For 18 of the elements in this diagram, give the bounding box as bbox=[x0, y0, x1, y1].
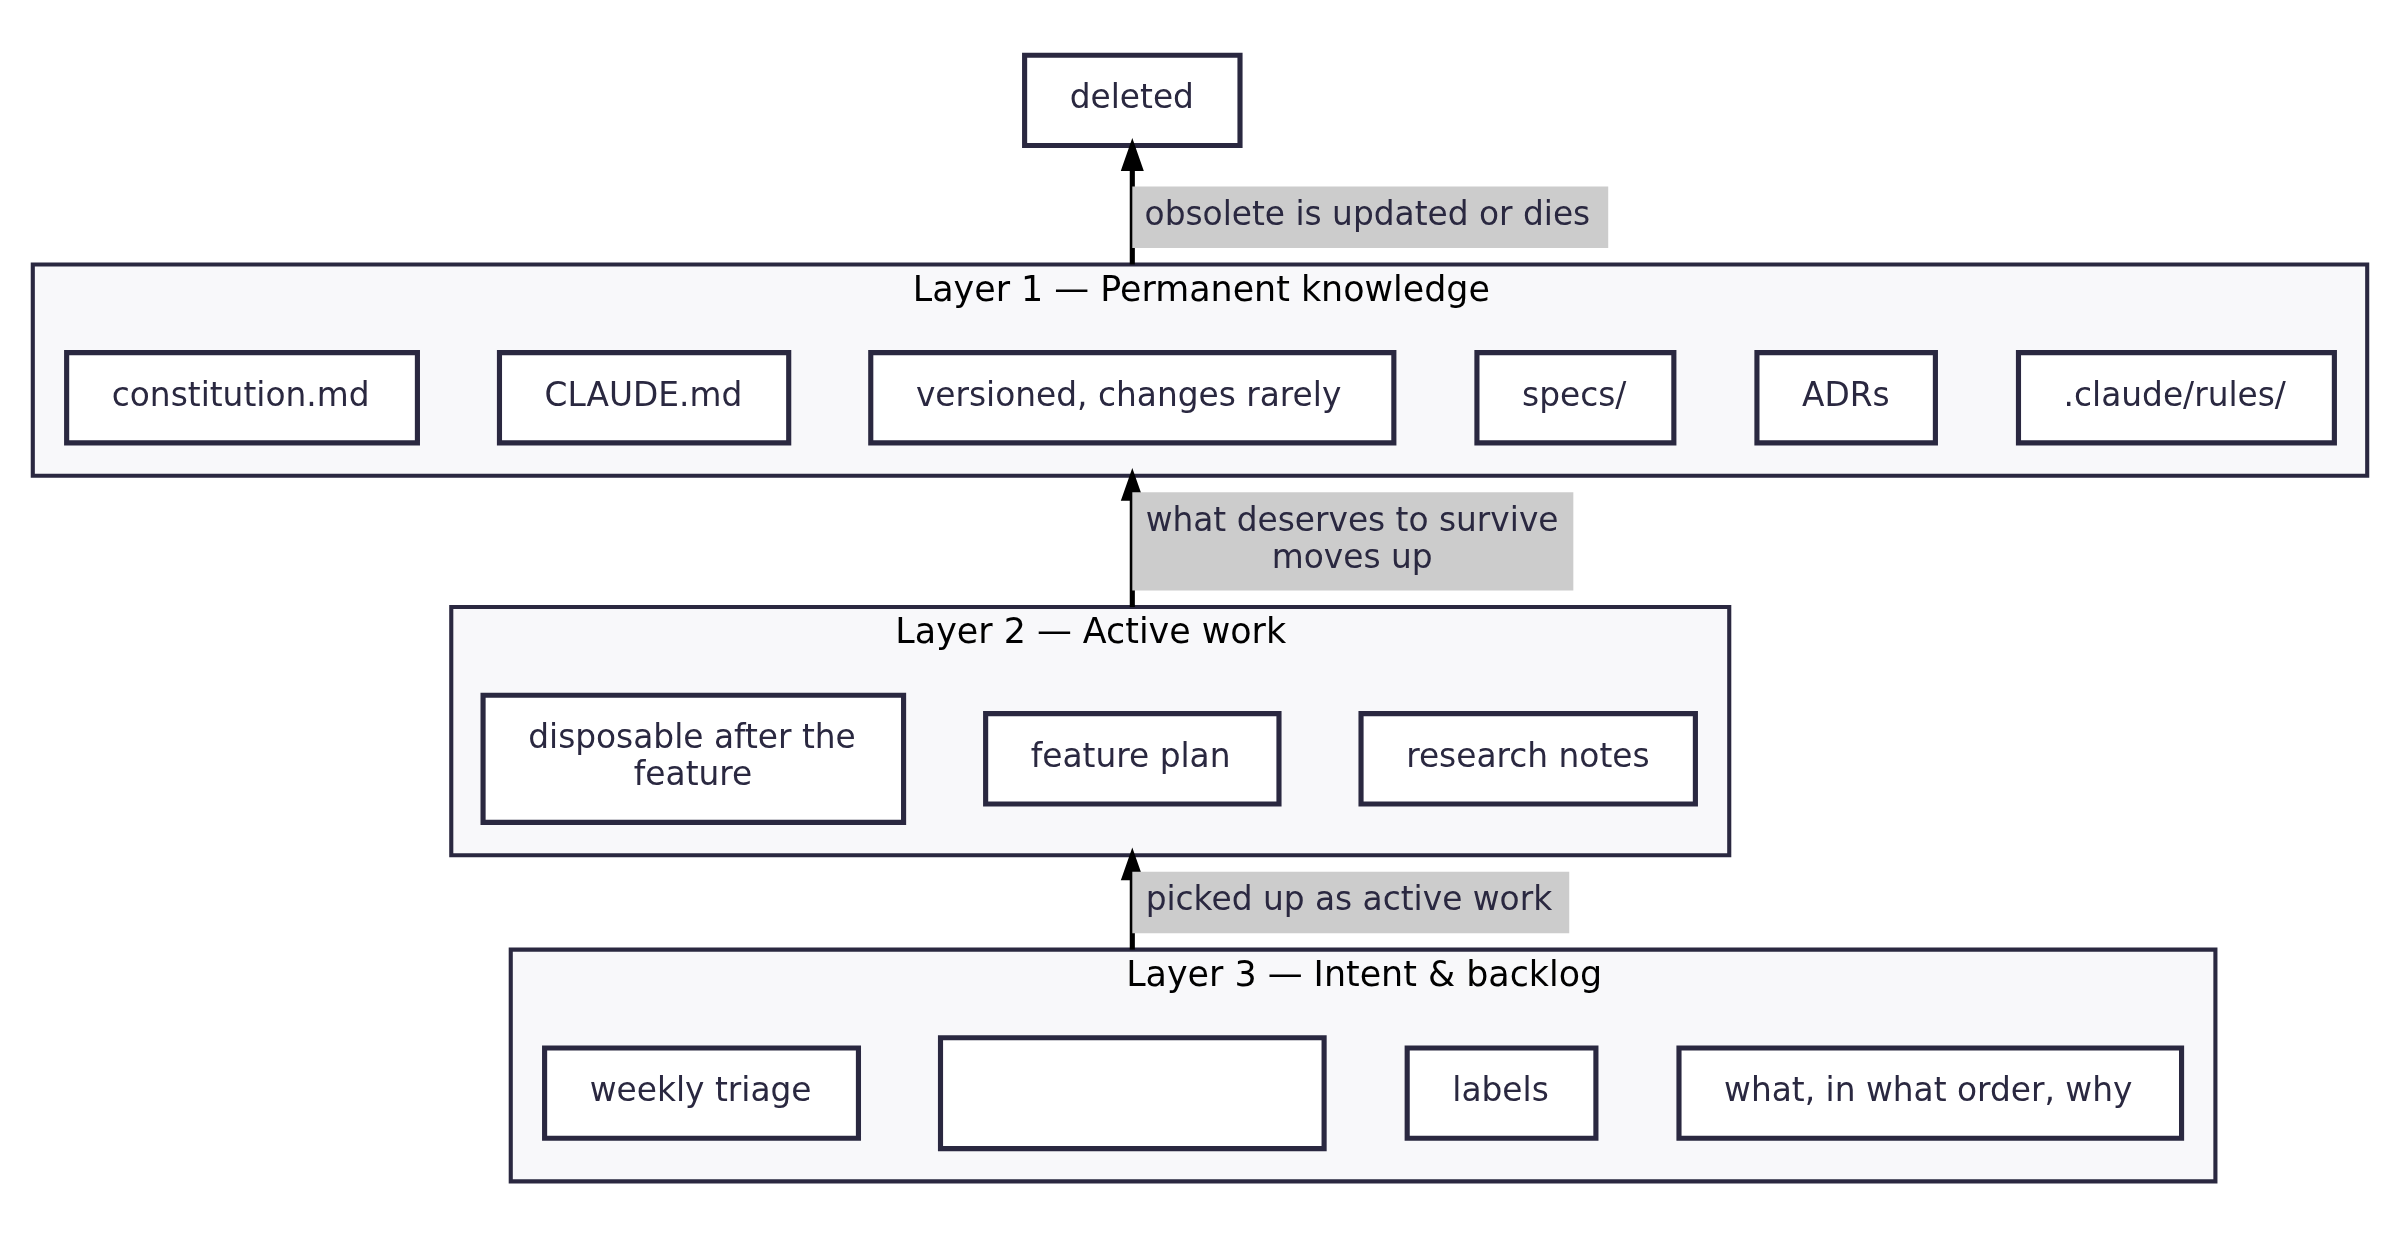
node-box: labels bbox=[1404, 1045, 1599, 1141]
node-box: versioned, changes rarely bbox=[868, 350, 1397, 446]
node-box: what, in what order, why bbox=[1676, 1045, 2185, 1141]
edge-label: obsolete is updated or dies bbox=[1144, 195, 1591, 234]
node-box: constitution.md bbox=[64, 350, 420, 446]
node-box: ADRs bbox=[1754, 350, 1938, 446]
node-box: deleted bbox=[1022, 52, 1243, 149]
node-box: specs/ bbox=[1474, 350, 1677, 446]
node-box: disposable after the feature bbox=[480, 692, 907, 825]
node-box: feature plan bbox=[983, 711, 1282, 807]
node-box: research notes bbox=[1358, 711, 1698, 807]
edge-label: what deserves to survive moves up bbox=[1145, 500, 1559, 576]
arrow bbox=[1120, 138, 1144, 265]
node-box bbox=[937, 1035, 1327, 1152]
node-box: weekly triage bbox=[542, 1045, 861, 1141]
edge-label: picked up as active work bbox=[1145, 880, 1553, 919]
node-box: .claude/rules/ bbox=[2015, 350, 2337, 446]
node-box: CLAUDE.md bbox=[496, 350, 792, 446]
